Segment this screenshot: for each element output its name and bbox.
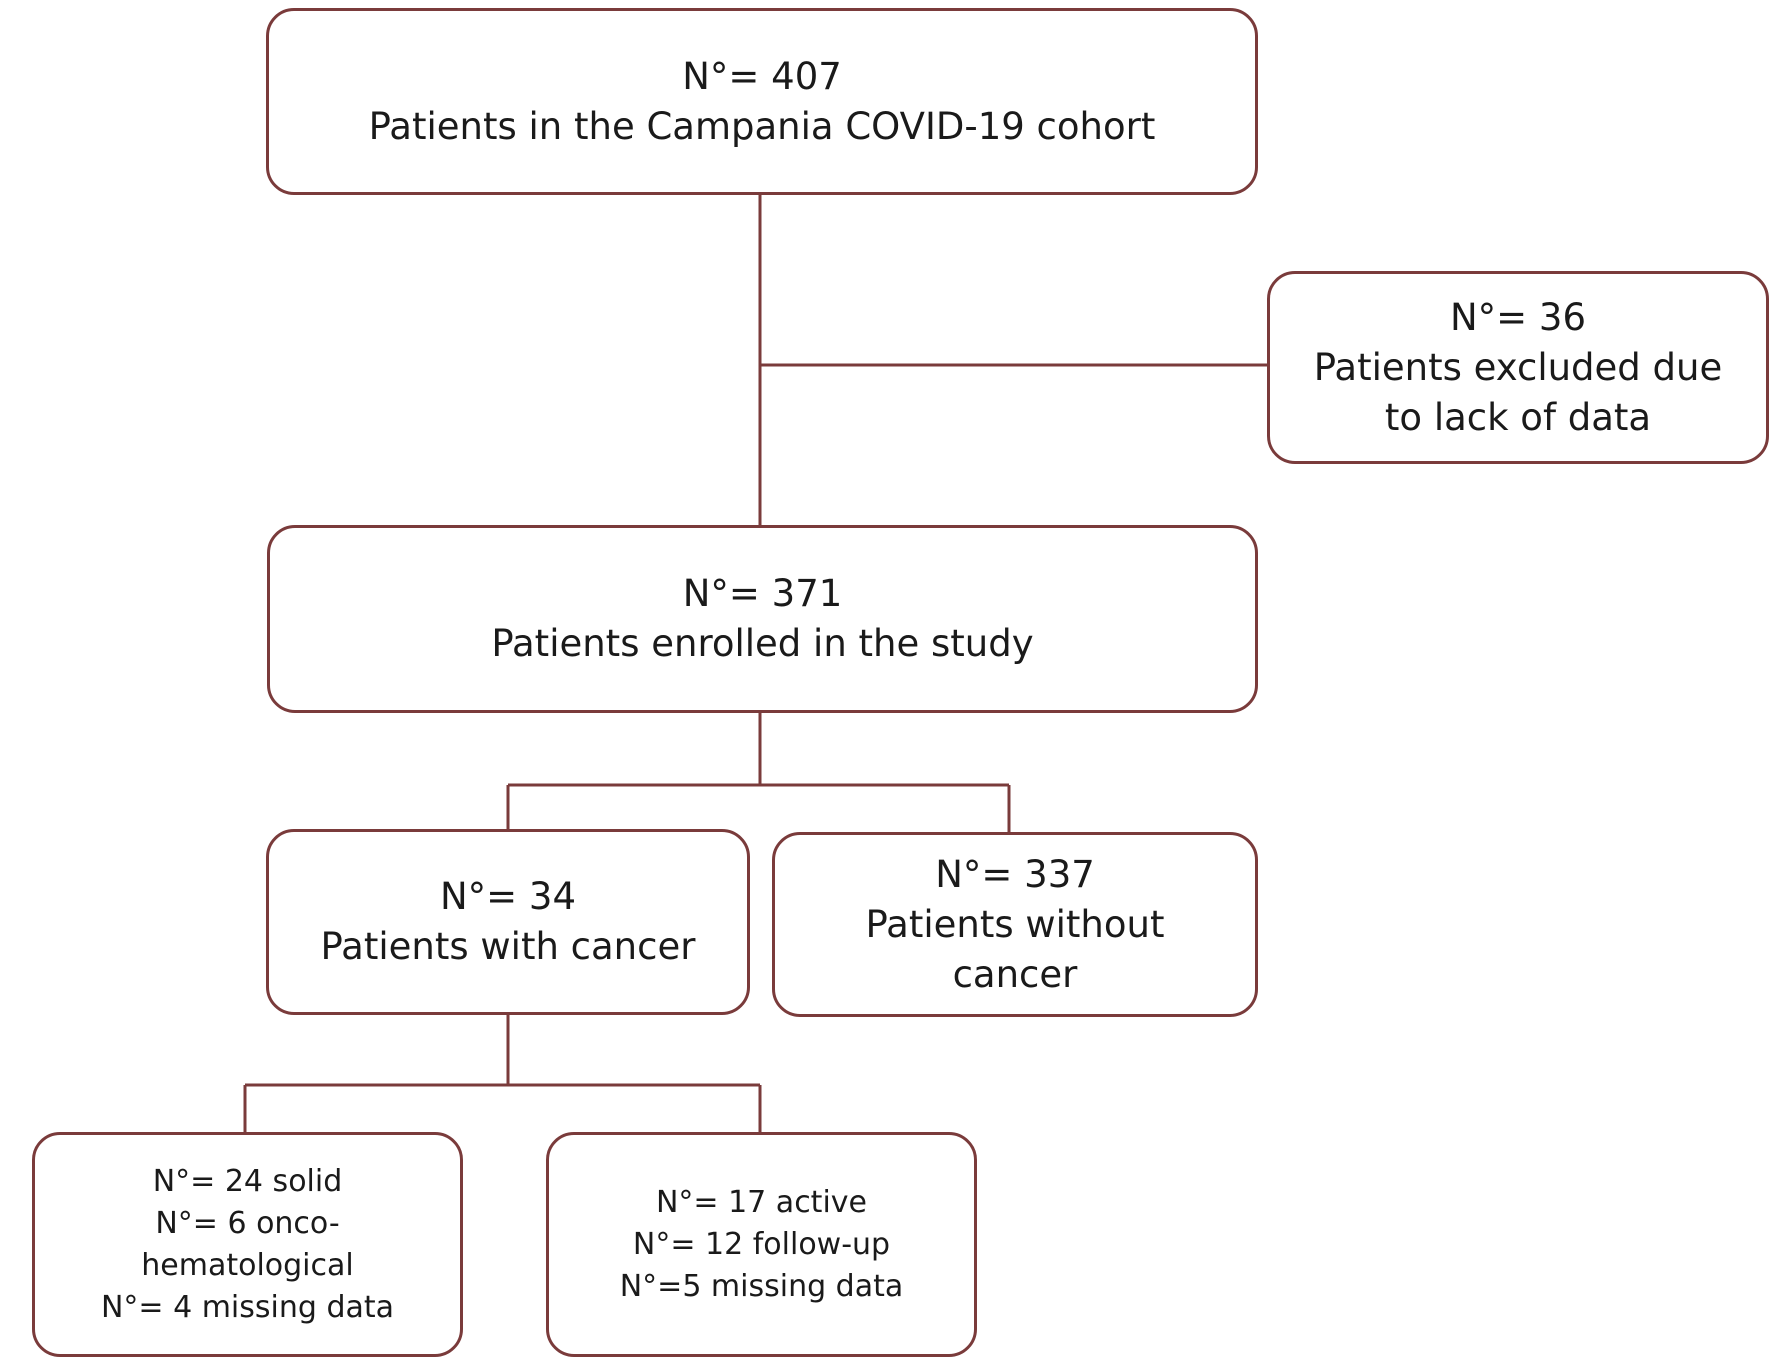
cancer-type-box: N°= 24 solid N°= 6 onco- hematological N… xyxy=(32,1132,463,1357)
with-cancer-box: N°= 34 Patients with cancer xyxy=(266,829,750,1015)
cancer-status-missing: N°=5 missing data xyxy=(619,1268,904,1304)
cancer-status-follow-up: N°= 12 follow-up xyxy=(632,1226,891,1262)
without-cancer-count: N°= 337 xyxy=(935,852,1095,896)
enrolled-label: Patients enrolled in the study xyxy=(491,622,1034,665)
cancer-type-solid: N°= 24 solid xyxy=(152,1163,343,1199)
cohort-box: N°= 407 Patients in the Campania COVID-1… xyxy=(266,8,1258,195)
with-cancer-label: Patients with cancer xyxy=(320,925,696,968)
without-cancer-label-line1: Patients without xyxy=(865,902,1165,946)
excluded-label-line2: to lack of data xyxy=(1384,395,1652,439)
excluded-count: N°= 36 xyxy=(1449,295,1587,339)
cohort-label: Patients in the Campania COVID-19 cohort xyxy=(368,104,1156,148)
cancer-type-missing: N°= 4 missing data xyxy=(100,1289,395,1325)
without-cancer-box: N°= 337 Patients without cancer xyxy=(772,832,1258,1017)
cohort-count: N°= 407 xyxy=(682,54,842,98)
cancer-type-hematological: hematological xyxy=(141,1247,354,1283)
without-cancer-label-line2: cancer xyxy=(952,952,1078,996)
cancer-status-box: N°= 17 active N°= 12 follow-up N°=5 miss… xyxy=(546,1132,977,1357)
enrolled-count: N°= 371 xyxy=(682,572,843,615)
with-cancer-count: N°= 34 xyxy=(439,875,577,918)
cancer-status-active: N°= 17 active xyxy=(655,1184,867,1220)
enrolled-box: N°= 371 Patients enrolled in the study xyxy=(267,525,1258,713)
excluded-label-line1: Patients excluded due xyxy=(1313,345,1723,389)
cancer-type-onco: N°= 6 onco- xyxy=(155,1205,340,1241)
excluded-box: N°= 36 Patients excluded due to lack of … xyxy=(1267,271,1769,464)
